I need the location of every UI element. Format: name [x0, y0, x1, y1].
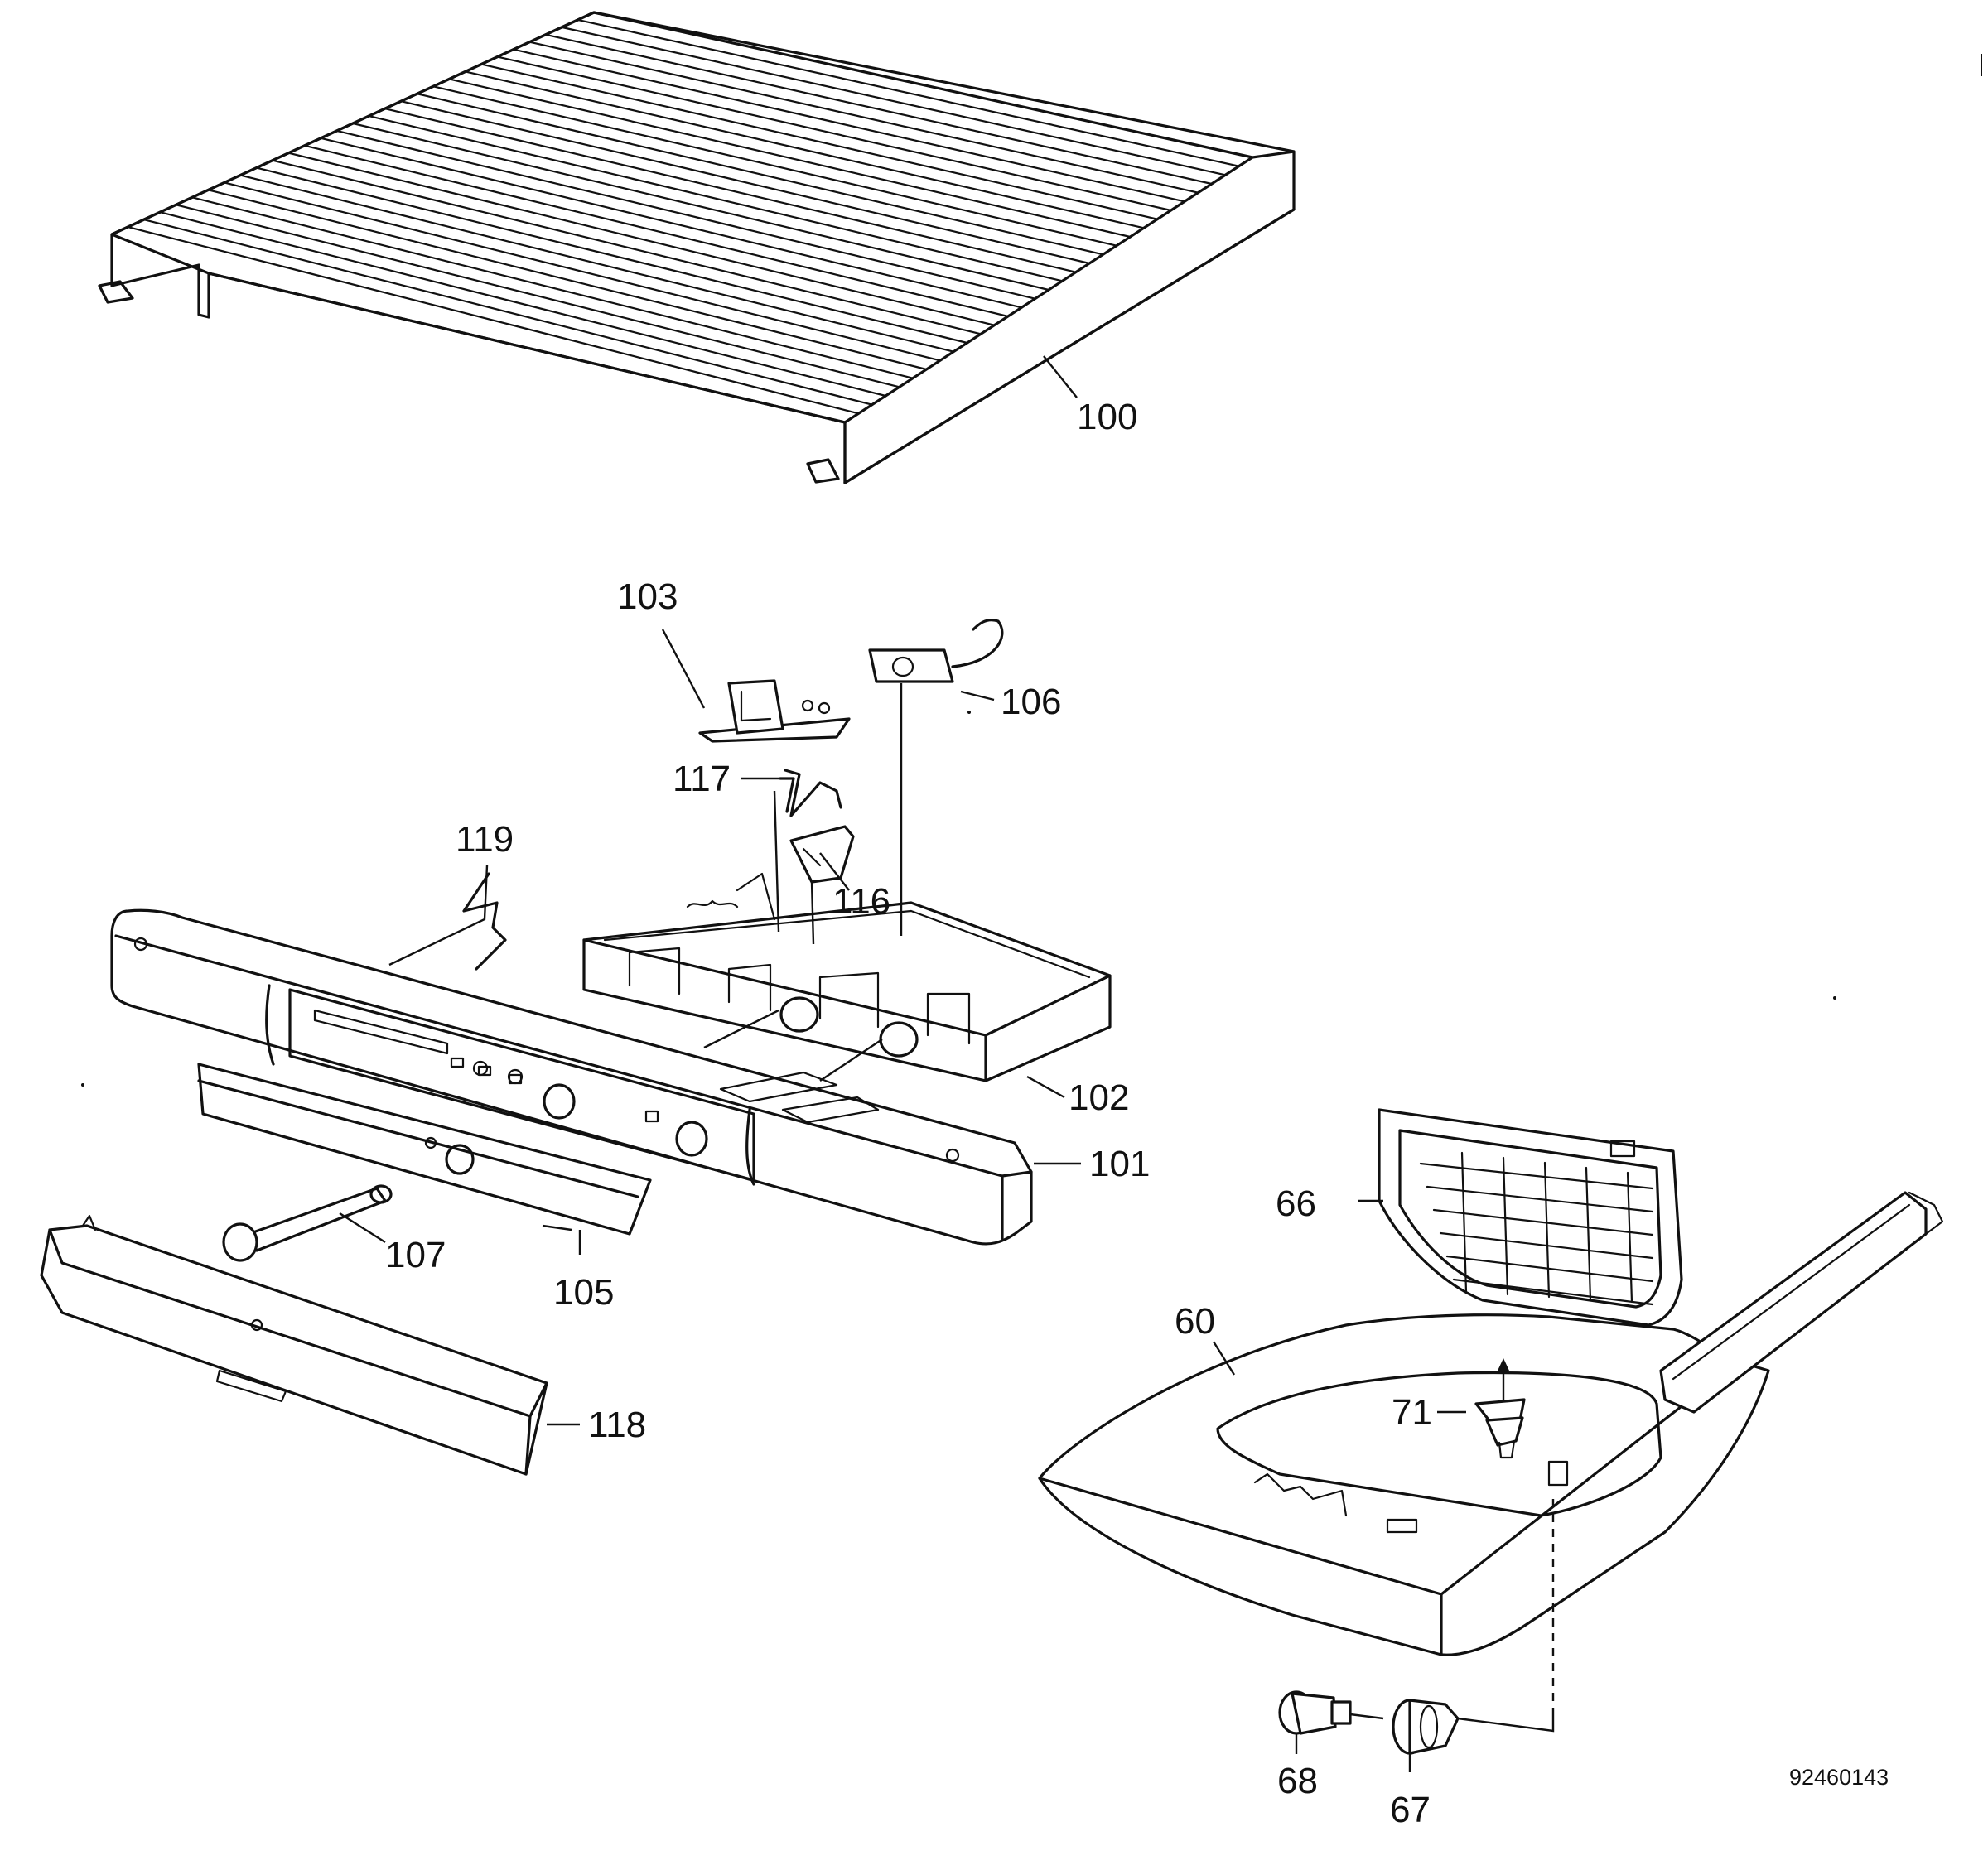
shelf-slat-line: [335, 129, 1036, 300]
label-116: 116: [832, 881, 890, 922]
grille-bar: [1460, 1151, 1468, 1294]
part-68-bulb: [1278, 1690, 1352, 1735]
part-102-control-housing: [582, 872, 1112, 1082]
grille-bar: [1432, 1208, 1654, 1236]
part-118-front-cover: [40, 1214, 548, 1476]
part-66-grille-flap: [1378, 1108, 1683, 1327]
grille-bar: [1626, 1171, 1633, 1304]
shelf-slat-line: [368, 114, 1064, 282]
part-107-rod: [222, 1184, 393, 1262]
grille-bar: [1419, 1162, 1654, 1190]
part-100-shelf: [98, 11, 1296, 484]
shelf-slat-line: [448, 78, 1132, 239]
shelf-slat-line: [191, 196, 914, 379]
part-labels: 100 103 106 117 119 116 102 101 107 105 …: [385, 397, 1889, 1830]
shelf-slat-line: [528, 41, 1199, 194]
shelf-slat-line: [496, 55, 1172, 212]
shelf-slat-line: [464, 70, 1145, 229]
shelf-slat-line: [207, 189, 928, 371]
label-103: 103: [617, 576, 678, 617]
part-103-bracket: [698, 679, 851, 743]
part-117-spring-clip: [779, 769, 842, 817]
shelf-slat-line: [351, 122, 1050, 292]
label-67: 67: [1390, 1790, 1431, 1830]
part-71-lamp-socket: [1474, 1398, 1526, 1459]
part-101-fascia: [110, 908, 1033, 1246]
label-68: 68: [1277, 1761, 1318, 1801]
shelf-slat-line: [239, 174, 955, 353]
label-105: 105: [553, 1272, 614, 1313]
label-106: 106: [1001, 682, 1061, 722]
shelf-slat-line: [287, 152, 996, 326]
label-66: 66: [1276, 1183, 1316, 1224]
label-71: 71: [1392, 1392, 1432, 1433]
shelf-slat-line: [303, 144, 1009, 318]
shelf-slat-line: [480, 63, 1159, 220]
part-106-lamp-holder: [868, 619, 1004, 683]
label-119: 119: [456, 819, 514, 860]
part-67-bulb-holder: [1392, 1699, 1460, 1755]
shelf-slats: [127, 18, 1240, 415]
label-118: 118: [588, 1405, 646, 1445]
label-107: 107: [385, 1235, 446, 1275]
shelf-slat-line: [175, 204, 900, 388]
shelf-slat-line: [255, 166, 968, 345]
grille-bar: [1426, 1185, 1654, 1213]
grille-bar: [1502, 1156, 1509, 1296]
shelf-slat-line: [320, 137, 1023, 309]
grille-bar: [1445, 1255, 1654, 1283]
shelf-slat-line: [512, 48, 1186, 203]
part-105-handle-panel: [197, 1063, 652, 1236]
grille-mesh: [1419, 1151, 1654, 1306]
grille-bar: [1452, 1278, 1654, 1306]
label-100: 100: [1077, 397, 1137, 437]
shelf-slat-line: [271, 159, 982, 335]
shelf-slat-line: [544, 33, 1213, 186]
shelf-slat-line: [159, 211, 887, 398]
part-60-lamp-cover: [1038, 1191, 1944, 1656]
shelf-slat-line: [561, 26, 1227, 176]
shelf-slat-line: [432, 85, 1118, 247]
label-102: 102: [1069, 1077, 1129, 1118]
shelf-slat-line: [142, 219, 873, 406]
drawing-number: 92460143: [1789, 1765, 1889, 1790]
shelf-slat-line: [400, 100, 1091, 265]
shelf-slat-line: [127, 225, 860, 415]
leader-lines: [339, 355, 1555, 1772]
grille-bar: [1585, 1166, 1592, 1301]
label-117: 117: [673, 759, 731, 799]
part-119-wire-spring: [462, 872, 507, 971]
shelf-slat-line: [223, 181, 941, 362]
shelf-slat-line: [384, 108, 1077, 273]
grille-bar: [1543, 1161, 1551, 1299]
label-60: 60: [1175, 1301, 1215, 1342]
label-101: 101: [1089, 1144, 1150, 1184]
shelf-slat-line: [577, 18, 1240, 167]
shelf-slat-line: [416, 93, 1104, 256]
